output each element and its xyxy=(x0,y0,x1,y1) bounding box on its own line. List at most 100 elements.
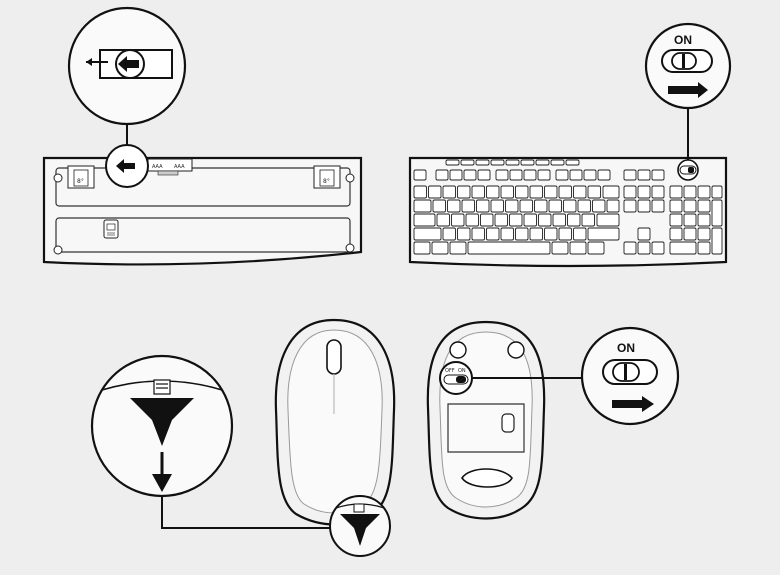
keyboard-key xyxy=(505,199,519,213)
keyboard-foot-label-left: 8° xyxy=(77,178,84,185)
keyboard-key xyxy=(597,169,611,181)
keyboard-key xyxy=(577,199,591,213)
keyboard-key xyxy=(567,213,581,227)
keyboard-key xyxy=(457,185,471,199)
keyboard-key xyxy=(669,213,683,227)
keyboard-key xyxy=(494,213,508,227)
keyboard-key xyxy=(637,241,651,255)
keyboard-key xyxy=(445,159,460,166)
keyboard-back: 8° 8° AAA AAA xyxy=(42,144,363,266)
keyboard-key xyxy=(637,185,651,199)
keyboard-key xyxy=(495,169,509,181)
keyboard-key xyxy=(431,241,449,255)
keyboard-key xyxy=(669,227,683,241)
keyboard-key xyxy=(651,241,665,255)
mouse-power-switch: OFF ON xyxy=(439,361,473,395)
left-arrow-icon xyxy=(118,56,139,72)
keyboard-key xyxy=(500,185,514,199)
keyboard-front xyxy=(408,156,728,268)
keyboard-key xyxy=(480,213,494,227)
keyboard-key xyxy=(467,241,551,255)
keyboard-key xyxy=(551,241,569,255)
keyboard-key xyxy=(711,227,723,255)
keyboard-key xyxy=(544,185,558,199)
keyboard-key xyxy=(523,213,537,227)
receiver-slot xyxy=(501,413,515,433)
keyboard-key xyxy=(457,227,471,241)
keyboard-key xyxy=(573,227,587,241)
keyboard-key xyxy=(475,159,490,166)
keyboard-key xyxy=(534,199,548,213)
callout-line xyxy=(161,496,336,529)
mouse-foot xyxy=(449,341,467,359)
keyboard-key xyxy=(463,169,477,181)
switch-on-label: ON xyxy=(674,33,692,47)
keyboard-key xyxy=(538,213,552,227)
receiver-icon xyxy=(340,514,380,546)
keyboard-key xyxy=(529,227,543,241)
keyboard-key xyxy=(623,241,637,255)
keyboard-key xyxy=(587,185,601,199)
keyboard-key xyxy=(509,213,523,227)
right-arrow-icon xyxy=(612,396,654,412)
keyboard-key xyxy=(583,169,597,181)
keyboard-key xyxy=(683,213,697,227)
keyboard-key xyxy=(476,199,490,213)
keyboard-key xyxy=(637,169,651,181)
keyboard-key xyxy=(465,213,479,227)
keyboard-key xyxy=(523,169,537,181)
keyboard-key xyxy=(697,241,711,255)
keyboard-key xyxy=(435,169,449,181)
keyboard-key xyxy=(515,185,529,199)
keyboard-key xyxy=(697,227,711,241)
keyboard-key xyxy=(486,185,500,199)
keyboard-key xyxy=(449,169,463,181)
keyboard-foot-label-right: 8° xyxy=(323,178,330,185)
keyboard-key xyxy=(669,199,683,213)
keyboard-key xyxy=(509,169,523,181)
mouse-thumb-recess xyxy=(461,468,513,488)
keyboard-key xyxy=(697,185,711,199)
keyboard-key xyxy=(490,159,505,166)
keyboard-key xyxy=(565,159,580,166)
keyboard-key xyxy=(669,185,683,199)
mouse-bottom: OFF ON xyxy=(426,320,546,520)
keyboard-key xyxy=(587,227,620,241)
keyboard-key xyxy=(413,169,427,181)
keyboard-key xyxy=(573,185,587,199)
keyboard-key xyxy=(550,159,565,166)
keyboard-key xyxy=(432,199,446,213)
keyboard-key xyxy=(637,227,651,241)
keyboard-key xyxy=(447,199,461,213)
keyboard-key xyxy=(520,159,535,166)
keyboard-key xyxy=(637,199,651,213)
keyboard-key xyxy=(602,185,620,199)
keyboard-key xyxy=(683,199,697,213)
keyboard-back-lower-panel xyxy=(55,217,351,253)
small-left-arrow-icon xyxy=(86,58,92,66)
keyboard-key xyxy=(505,159,520,166)
keyboard-key xyxy=(623,199,637,213)
keyboard-key xyxy=(451,213,465,227)
mouse-switch-off-label: OFF xyxy=(445,368,455,374)
receiver-storage-slot xyxy=(103,219,119,239)
keyboard-key xyxy=(711,185,723,199)
keyboard-key xyxy=(460,159,475,166)
receiver-icon xyxy=(130,398,194,446)
keyboard-key xyxy=(486,227,500,241)
keyboard-key xyxy=(592,199,606,213)
keyboard-key xyxy=(413,185,427,199)
scroll-wheel xyxy=(326,339,342,375)
keyboard-key xyxy=(428,185,442,199)
keyboard-key xyxy=(651,185,665,199)
keyboard-key xyxy=(413,199,432,213)
keyboard-key xyxy=(471,227,485,241)
keyboard-foot-left: 8° xyxy=(67,165,95,189)
mouse-foot xyxy=(507,341,525,359)
keyboard-key xyxy=(606,199,620,213)
keyboard-key xyxy=(552,213,566,227)
zoom-circle-mouse-power: ON xyxy=(580,326,680,426)
keyboard-key xyxy=(623,185,637,199)
keyboard-key xyxy=(500,227,514,241)
